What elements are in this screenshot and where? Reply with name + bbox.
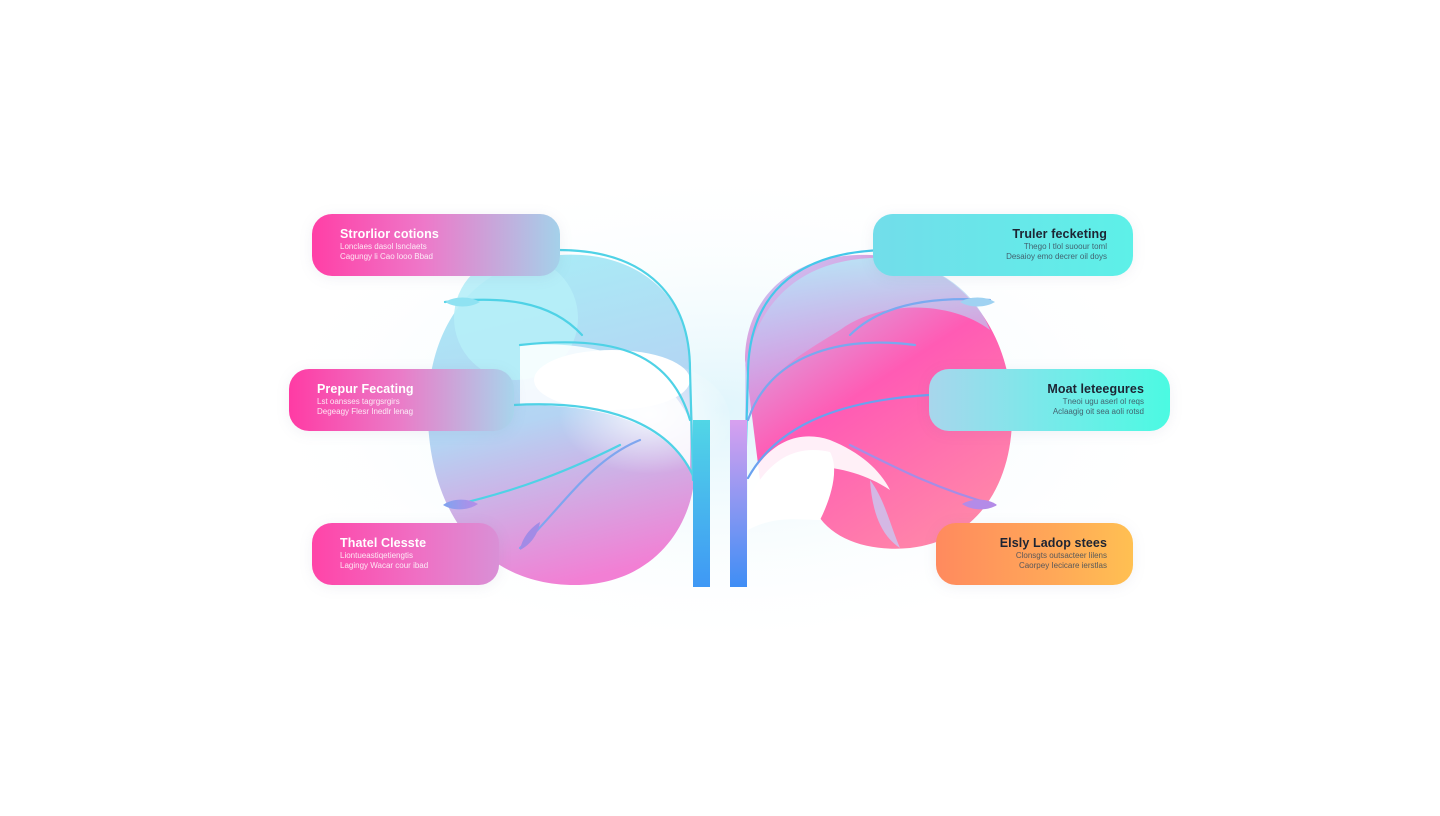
leaf-tips (443, 297, 997, 550)
leaf-icon (960, 297, 995, 307)
label-card-left-1[interactable]: Strorlior cotions Lonclaes dasol lsnclae… (312, 214, 560, 276)
left-lobe (427, 254, 730, 586)
label-line: Lagingy Wacar cour ibad (340, 561, 429, 570)
label-card-right-1[interactable]: Truler fecketing Thego l tlol suoour tom… (873, 214, 1133, 276)
leaf-icon (962, 499, 997, 510)
label-line: Aclaagig oit sea aoli rotsd (1052, 407, 1144, 416)
label-line: Liontueastiqetiengtis (340, 551, 413, 560)
label-line: Tneoi ugu aserl ol reqs (1062, 397, 1144, 406)
label-title: Moat leteegures (1047, 382, 1144, 396)
right-stem (730, 420, 747, 587)
label-title: Truler fecketing (1012, 227, 1107, 241)
label-title: Strorlior cotions (340, 227, 439, 241)
leaf-icon (520, 522, 540, 550)
label-title: Elsly Ladop stees (999, 536, 1107, 550)
label-line: Desaioy emo decrer oil doys (1006, 252, 1107, 261)
label-line: Degeagy Flesr Inedlr lenag (317, 407, 414, 416)
leaf-icon (445, 297, 480, 307)
label-line: Caorpey Iecicare ierstlas (1018, 561, 1107, 570)
label-line: Clonsgts outsacteer lilens (1015, 551, 1107, 560)
label-line: Lst oansses tagrgsrgirs (317, 397, 400, 406)
label-card-left-2[interactable]: Prepur Fecating Lst oansses tagrgsrgirs … (289, 369, 514, 431)
label-title: Prepur Fecating (317, 382, 414, 396)
left-stem (693, 420, 710, 587)
label-title: Thatel Clesste (340, 536, 427, 550)
label-card-right-3[interactable]: Elsly Ladop stees Clonsgts outsacteer li… (936, 523, 1133, 585)
label-card-right-2[interactable]: Moat leteegures Tneoi ugu aserl ol reqs … (929, 369, 1170, 431)
label-line: Lonclaes dasol lsnclaets (340, 242, 427, 251)
label-card-left-3[interactable]: Thatel Clesste Liontueastiqetiengtis Lag… (312, 523, 499, 585)
leaf-icon (443, 499, 478, 510)
label-line: Cagungy li Cao looo Bbad (340, 252, 433, 261)
label-line: Thego l tlol suoour toml (1023, 242, 1107, 251)
